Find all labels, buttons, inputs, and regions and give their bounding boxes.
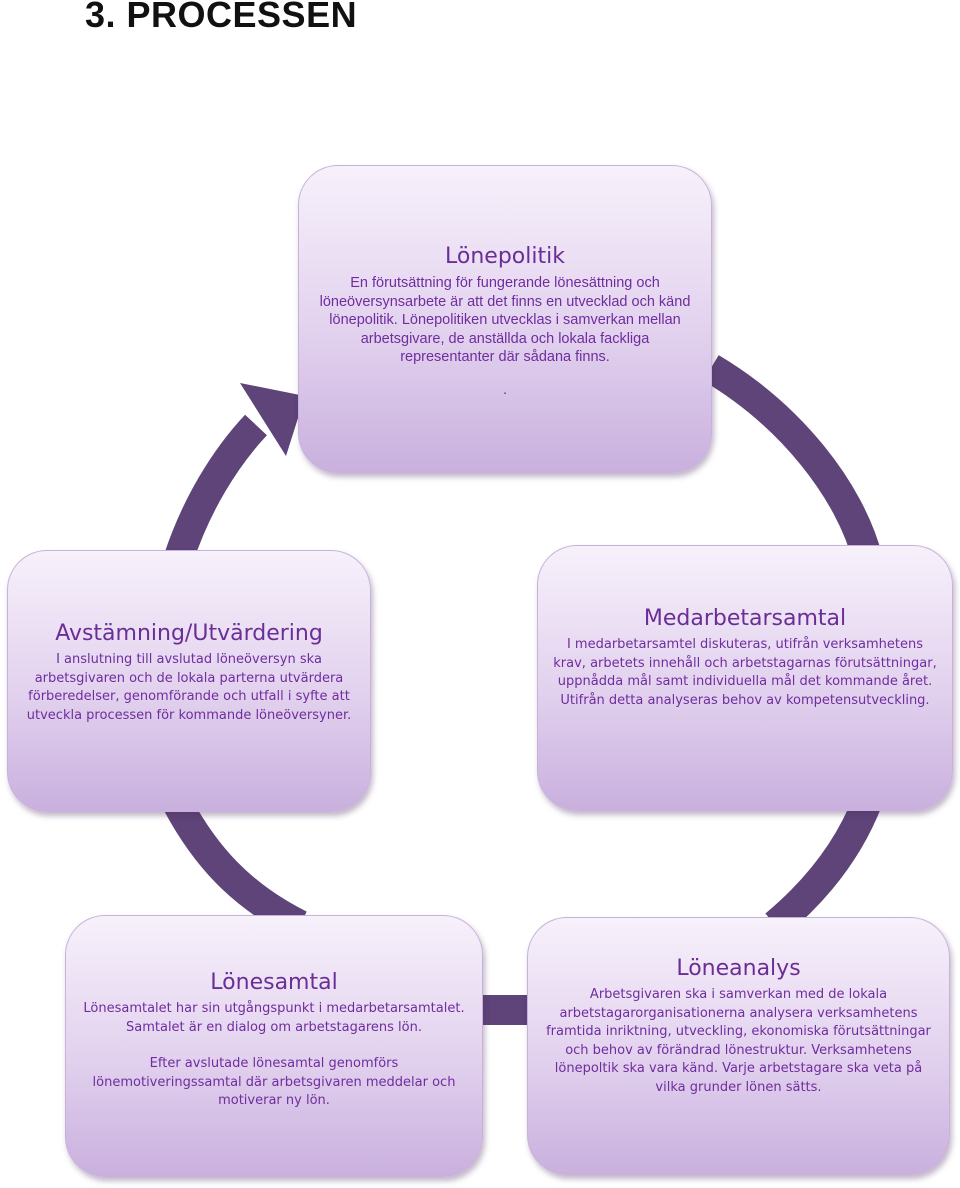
box-title: Löneanalys <box>676 956 801 981</box>
ring-segment-left <box>163 414 268 565</box>
ring-arrowhead <box>240 383 305 456</box>
box-text: En förutsättning för fungerande lönesätt… <box>319 275 691 365</box>
box-text-2: Efter avslutade lönesamtal genomförs lön… <box>92 1056 456 1108</box>
box-extra-text: . <box>502 381 508 398</box>
box-title: Medarbetarsamtal <box>643 606 847 631</box>
ring-segment-right <box>703 355 883 564</box>
box-text-1: Lönesamtalet har sin utgångspunkt i meda… <box>83 1001 465 1035</box>
box-loneanalys: Löneanalys Arbetsgivaren ska i samverkan… <box>527 917 950 1175</box>
box-text: Arbetsgivaren ska i samverkan med de lok… <box>546 987 931 1095</box>
box-title: Avstämning/Utvärdering <box>55 621 323 646</box>
page-heading: 3. PROCESSEN <box>85 0 358 35</box>
box-medarbetarsamtal: Medarbetarsamtal I medarbetarsamtel disk… <box>537 545 953 811</box>
box-text: I anslutning till avslutad löneöversyn s… <box>26 652 352 723</box>
box-lonesamtal: Lönesamtal Lönesamtalet har sin utgångsp… <box>65 915 483 1177</box>
ring-segment-lower-right <box>765 794 883 937</box>
box-lonepolitik: Lönepolitik En förutsättning för fungera… <box>298 165 712 473</box>
box-text: I medarbetarsamtel diskuteras, utifrån v… <box>553 637 937 708</box>
box-title: Lönepolitik <box>445 244 565 269</box>
ring-segment-lower-left <box>164 797 307 939</box>
box-avstamning: Avstämning/Utvärdering I anslutning till… <box>7 550 371 812</box>
box-title: Lönesamtal <box>210 970 338 995</box>
